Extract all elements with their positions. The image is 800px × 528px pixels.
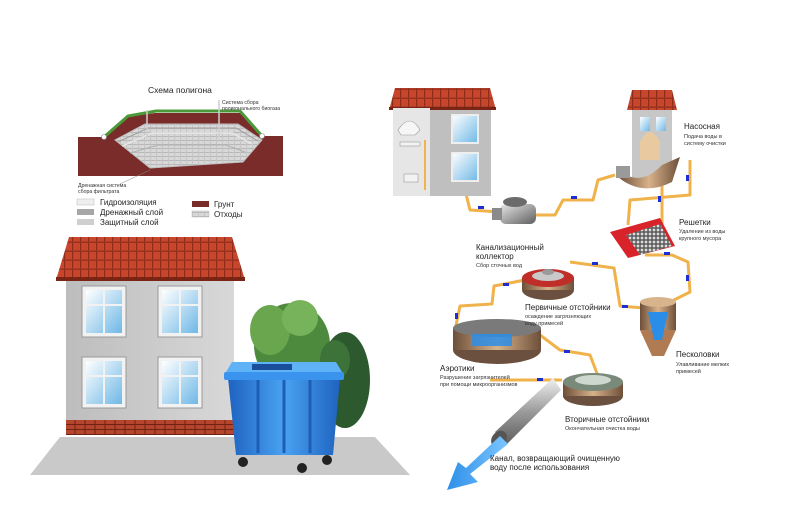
label-aerotanks-desc-2: при помощи микроорганизмов <box>440 382 518 388</box>
legend-waste: Отходы <box>214 210 243 219</box>
secondary-settler <box>563 373 623 406</box>
label-collector-desc: Сбор сточных вод <box>476 263 523 269</box>
label-aerotanks: Аэротики <box>440 364 474 373</box>
discharge-channel <box>447 378 561 490</box>
house-roof <box>56 237 245 280</box>
label-primary-desc-2: воду примесей <box>525 320 563 327</box>
top-cover <box>103 109 264 139</box>
house-windows <box>81 285 203 409</box>
aerotank <box>453 319 541 364</box>
treatment-plant: Насосная Подача воды в систему очистки Р… <box>389 88 729 490</box>
landfill-title: Схема полигона <box>148 85 212 95</box>
label-collector-1: Канализационный <box>476 243 544 252</box>
label-screens-desc-1: Удаление из воды <box>679 229 725 235</box>
label-collector-2: коллектор <box>476 252 514 261</box>
label-secondary: Вторичные отстойники <box>565 415 649 424</box>
label-sand-desc-2: примесей <box>676 368 701 375</box>
label-channel-1: Канал, возвращающий очищенную <box>490 454 620 463</box>
drainage-note-1: Дренажная система <box>78 183 126 189</box>
legend-drainage-layer: Дренажный слой <box>100 208 163 217</box>
house <box>56 237 245 435</box>
sand-trap <box>640 297 676 356</box>
landfill-legend: Гидроизоляция Дренажный слой Защитный сл… <box>76 198 243 227</box>
label-pumping: Насосная <box>684 122 720 131</box>
legend-waterproofing: Гидроизоляция <box>100 198 157 207</box>
label-channel-2: воду после использования <box>490 463 589 472</box>
sewer-collector <box>492 197 536 224</box>
garbage-container <box>224 362 344 473</box>
label-sand: Песколовки <box>676 350 720 359</box>
label-primary-desc-1: осаждение загрязняющих <box>525 314 591 320</box>
label-screens: Решетки <box>679 218 711 227</box>
biogas-note-1: Система сбора <box>222 100 259 106</box>
label-primary: Первичные отстойники <box>525 303 611 312</box>
waste-pit <box>114 123 263 169</box>
screens <box>610 218 675 258</box>
landfill-scheme: Схема полигона Система сбора полигональн… <box>76 85 283 227</box>
label-pumping-desc-2: систему очистки <box>684 141 726 147</box>
cutaway-house <box>389 88 496 196</box>
pumping-station <box>616 90 680 189</box>
primary-settler <box>522 269 574 300</box>
water-arrow <box>447 436 508 490</box>
label-pumping-desc-1: Подача воды в <box>684 134 722 140</box>
legend-protective-layer: Защитный слой <box>100 218 159 227</box>
legend-soil: Грунт <box>214 200 235 209</box>
flow-markers <box>455 175 689 381</box>
drainage-note-2: сбора фильтрата <box>78 189 119 195</box>
treatment-labels: Насосная Подача воды в систему очистки Р… <box>440 122 729 472</box>
label-secondary-desc: Окончательная очистка воды <box>565 426 640 432</box>
label-sand-desc-1: Улавливание мелких <box>676 362 729 368</box>
house-foundation <box>66 420 234 435</box>
label-aerotanks-desc-1: Разрушение загрязнителей <box>440 374 510 381</box>
biogas-note-2: полигонального биогаза <box>222 106 280 112</box>
house-scene <box>30 237 410 475</box>
label-screens-desc-2: крупного мусора <box>679 236 722 242</box>
ground <box>30 437 410 475</box>
